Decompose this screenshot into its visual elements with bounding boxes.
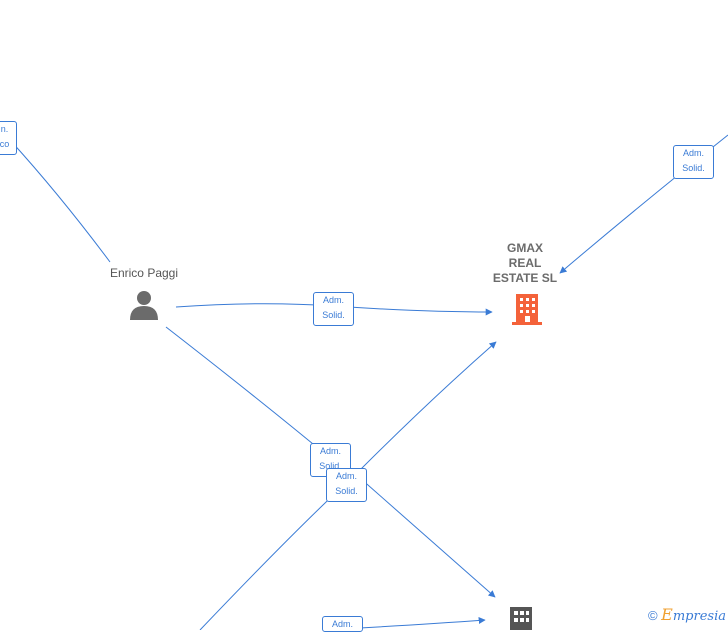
person-icon[interactable]	[130, 291, 158, 320]
edge-role-badge[interactable]: Adm. Solid.	[673, 145, 714, 179]
edge-role-line: Adm.	[322, 295, 344, 305]
edge-role-line: Solid.	[682, 163, 705, 173]
edge-role-line: Solid.	[335, 486, 358, 496]
brand-logo: Empresia	[661, 605, 726, 624]
edge-line-topleft	[9, 139, 111, 263]
edge-role-line: Solid.	[319, 461, 342, 471]
building-icon[interactable]	[512, 294, 542, 325]
edge-role-line: Adm.	[331, 619, 353, 629]
person-name[interactable]: Enrico Paggi	[109, 266, 179, 280]
company-name-line: REAL	[508, 256, 542, 270]
edge-role-line: co	[0, 139, 10, 149]
edge-role-badge[interactable]: n. co	[0, 121, 17, 155]
edge-line-to-other-company	[359, 477, 496, 598]
building-icon-secondary[interactable]	[510, 607, 532, 630]
edge-role-line: Adm.	[335, 471, 357, 481]
company-name-line: ESTATE SL	[492, 271, 558, 285]
company-name[interactable]: GMAX REAL ESTATE SL	[485, 241, 565, 286]
edge-role-line: Adm.	[319, 446, 341, 456]
edge-line-bottom-to-other-company	[359, 616, 486, 629]
company-name-line: GMAX	[507, 241, 543, 255]
edge-role-line: n.	[0, 124, 9, 134]
edge-role-line: Adm.	[682, 148, 704, 158]
edge-line-person-down	[165, 326, 331, 459]
edge-role-badge[interactable]: Adm. Solid.	[326, 468, 367, 502]
edge-role-line: Solid.	[322, 310, 345, 320]
copyright-icon: ©	[647, 608, 658, 623]
edge-role-badge[interactable]: Adm. Solid.	[313, 292, 354, 326]
watermark: © Empresia	[648, 605, 726, 624]
